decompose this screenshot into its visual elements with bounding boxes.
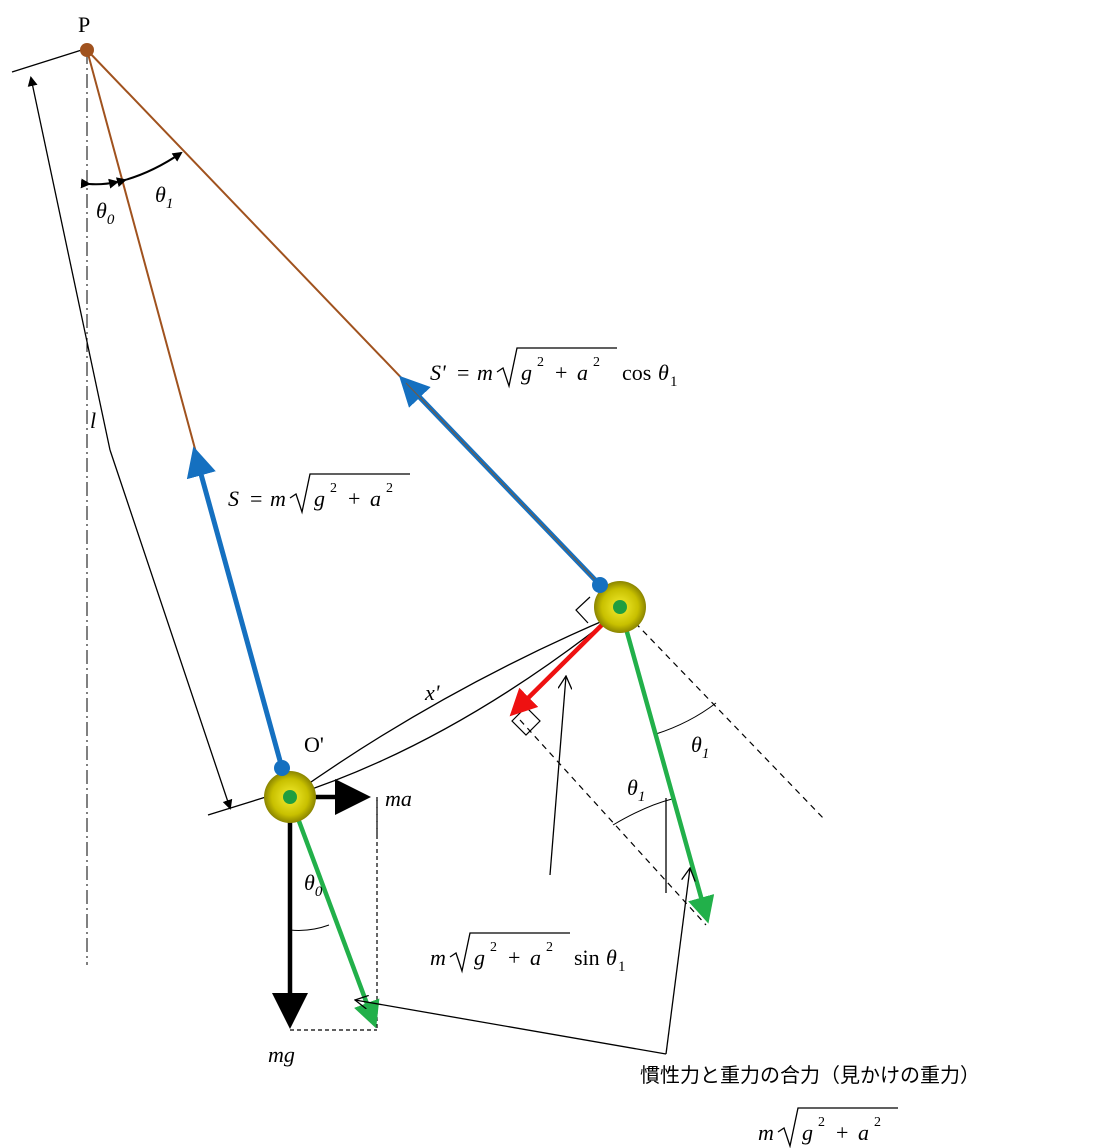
bob-origin-center [283,790,297,804]
theta1-label-top: θ1 [155,182,173,212]
pivot-label: P [78,12,90,37]
theta0-label-origin: θ0 [304,870,323,900]
svg-text:g: g [314,486,325,511]
arc-x-prime [281,615,614,805]
svg-text:=: = [250,486,262,511]
mg-label: mg [268,1042,295,1067]
svg-text:2: 2 [593,355,600,370]
svg-text:cos: cos [622,360,651,385]
svg-text:g: g [802,1120,813,1145]
svg-text:S: S [228,486,239,511]
svg-text:=: = [457,360,469,385]
svg-text:2: 2 [546,940,553,955]
theta1-arc-upper [655,702,717,735]
svg-text:a: a [530,945,541,970]
right-angle-mark-foot [511,706,541,736]
theta1-arc-lower [612,798,673,826]
arc-length-label: x' [424,680,440,705]
length-dimension-arrow [27,76,111,451]
pointer-caption-to-origin-green [355,1000,667,1055]
svg-text:+: + [836,1120,848,1145]
length-label: l [90,408,96,433]
bob-displaced-center [613,600,627,614]
svg-text:1: 1 [618,959,626,975]
attach-point-origin [274,760,290,776]
svg-text:θ: θ [658,360,669,385]
tension-S-formula: S = m g 2 + a 2 [228,473,410,515]
apparent-gravity-arrow-displaced [617,606,715,924]
restoring-force-formula: m g 2 + a 2 sin θ 1 [430,932,626,975]
svg-text:2: 2 [537,355,544,370]
svg-text:m: m [477,360,493,385]
right-angle-mark-bob [575,596,591,624]
pivot-point [80,43,94,57]
apparent-gravity-arrow-origin [287,796,380,1029]
svg-text:a: a [577,360,588,385]
svg-text:g: g [521,360,532,385]
svg-text:2: 2 [330,481,337,496]
svg-text:2: 2 [874,1115,881,1130]
origin-label: O' [304,732,324,757]
svg-text:2: 2 [818,1115,825,1130]
theta0-label-top: θ0 [96,198,115,228]
arc-x-prime-curve [290,616,613,797]
svg-text:a: a [858,1120,869,1145]
svg-text:2: 2 [386,481,393,496]
svg-text:g: g [474,945,485,970]
svg-text:S': S' [430,360,446,385]
apparent-gravity-magnitude: m g 2 + a 2 [758,1107,898,1148]
svg-text:2: 2 [490,940,497,955]
ma-label: ma [385,786,412,811]
theta0-angle-arc [80,178,119,189]
svg-text:+: + [508,945,520,970]
string-overlay-on-S-prime [405,382,601,586]
theta1-angle-arc [115,151,183,188]
svg-text:1: 1 [670,374,678,390]
svg-text:m: m [758,1120,774,1145]
tension-S-prime-formula: S' = m g 2 + a 2 cos θ 1 [430,347,678,390]
length-ext-top [11,47,89,73]
apparent-gravity-caption: 慣性力と重力の合力（見かけの重力） [640,1063,980,1087]
attach-point-displaced [592,577,608,593]
tension-arrow-S [186,446,285,769]
svg-text:sin: sin [574,945,600,970]
theta0-arc-origin [289,924,330,931]
svg-text:+: + [348,486,360,511]
theta1-label-upper-right: θ1 [691,732,709,762]
svg-text:+: + [555,360,567,385]
svg-text:θ: θ [606,945,617,970]
svg-text:m: m [270,486,286,511]
string-extension-dashed [619,606,826,821]
theta1-label-lower-right: θ1 [627,775,645,805]
pointer-to-restoring-force [549,676,566,876]
svg-text:m: m [430,945,446,970]
length-dimension-arrow-lower [109,449,233,810]
svg-text:a: a [370,486,381,511]
pointer-caption-stem [665,868,690,1055]
